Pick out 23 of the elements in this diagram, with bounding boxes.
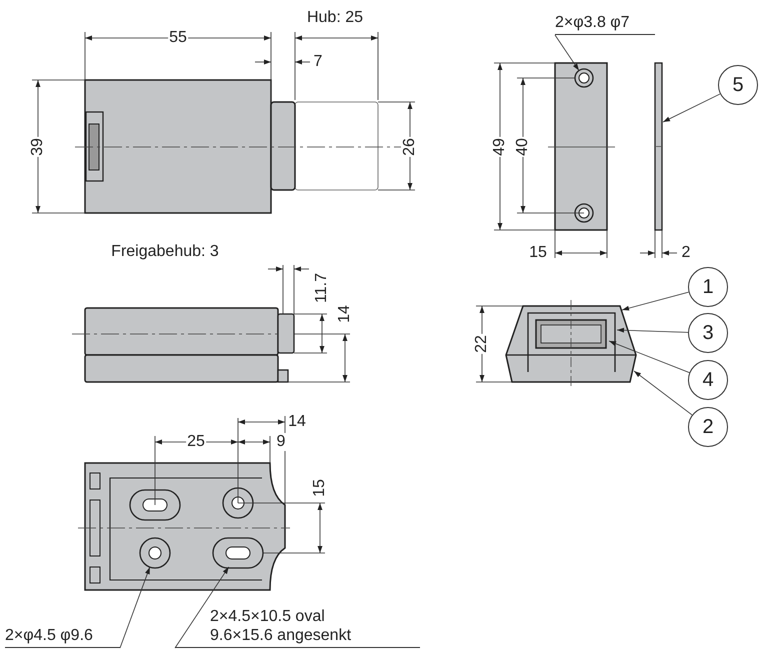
callout-number: 2 (688, 407, 728, 447)
callout-number: 5 (718, 65, 758, 105)
leader-line (120, 566, 150, 648)
callout-number: 4 (688, 360, 728, 400)
countersunk-hole (574, 68, 594, 88)
leader-line (608, 340, 690, 374)
callout-number: 1 (688, 267, 728, 307)
countersunk-hole (139, 537, 171, 569)
leader-line (634, 370, 692, 416)
hole-note: 2×4.5×10.5 oval 9.6×15.6 angesenkt (175, 607, 420, 648)
leader-line (554, 34, 580, 71)
strike-plate-side-view (654, 62, 663, 231)
dimension-value: 26 (401, 137, 419, 157)
leader-line (662, 94, 720, 122)
dimension-value: 9 (276, 433, 286, 451)
hole-note: 2×φ4.5 φ9.6 (5, 626, 120, 648)
leader-line (174, 566, 230, 648)
countersunk-slot (212, 537, 264, 569)
leader-line (622, 292, 690, 311)
release-stroke-note: Freigabehub: 3 (110, 243, 220, 261)
hole-note: 2×φ3.8 φ7 (555, 13, 655, 35)
callout-number: 3 (688, 313, 728, 353)
leader-line (616, 328, 688, 333)
